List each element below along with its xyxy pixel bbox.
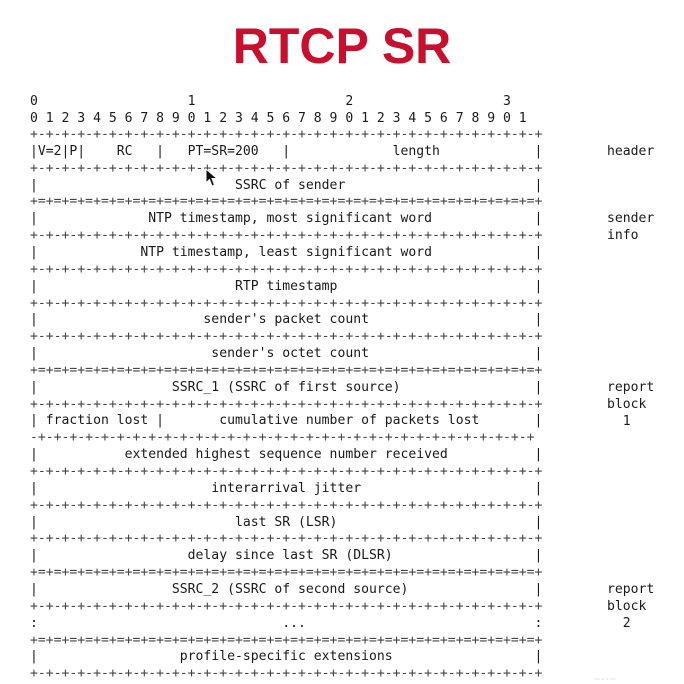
field-divider: +-+-+-+-+-+-+-+-+-+-+-+-+-+-+-+-+-+-+-+-… (30, 396, 543, 412)
field-divider: +-+-+-+-+-+-+-+-+-+-+-+-+-+-+-+-+-+-+-+-… (30, 261, 543, 277)
field-divider: +=+=+=+=+=+=+=+=+=+=+=+=+=+=+=+=+=+=+=+=… (30, 565, 543, 581)
page-title: RTCP SR (232, 18, 452, 74)
mouse-pointer-icon (205, 168, 219, 187)
field-divider: +-+-+-+-+-+-+-+-+-+-+-+-+-+-+-+-+-+-+-+-… (30, 329, 543, 345)
field-row: |V=2|P| RC | PT=SR=200 | length | (30, 143, 543, 159)
bit-ruler-units: 0 1 2 3 4 5 6 7 8 9 0 1 2 3 4 5 6 7 8 9 … (30, 111, 527, 126)
field-divider: +-+-+-+-+-+-+-+-+-+-+-+-+-+-+-+-+-+-+-+-… (30, 497, 543, 513)
section-label: report block 1 (607, 379, 655, 429)
bit-ruler-tens: 0 1 2 3 (30, 94, 511, 109)
field-divider: +-+-+-+-+-+-+-+-+-+-+-+-+-+-+-+-+-+-+-+-… (30, 598, 543, 614)
field-divider: +=+=+=+=+=+=+=+=+=+=+=+=+=+=+=+=+=+=+=+=… (30, 362, 543, 378)
field-divider: +=+=+=+=+=+=+=+=+=+=+=+=+=+=+=+=+=+=+=+=… (30, 194, 543, 210)
field-row: | SSRC of sender | (30, 177, 543, 193)
field-divider: -+-+-+-+-+-+-+-+-+-+-+-+-+-+-+-+-+-+-+-+… (30, 430, 535, 446)
field-row: | sender's packet count | (30, 312, 543, 328)
field-row: | NTP timestamp, least significant word … (30, 244, 543, 260)
field-row: | sender's octet count | (30, 346, 543, 362)
field-divider: +-+-+-+-+-+-+-+-+-+-+-+-+-+-+-+-+-+-+-+-… (30, 295, 543, 311)
field-row: | last SR (LSR) | (30, 514, 543, 530)
field-row: | SSRC_2 (SSRC of second source) | (30, 581, 543, 597)
watermark: ~~ ~ ~ ~~ (594, 677, 616, 683)
field-row: | SSRC_1 (SSRC of first source) | (30, 379, 543, 395)
field-row: : ... : (30, 615, 543, 631)
field-row: | RTP timestamp | (30, 278, 543, 294)
field-divider: +=+=+=+=+=+=+=+=+=+=+=+=+=+=+=+=+=+=+=+=… (30, 632, 543, 648)
field-divider: +-+-+-+-+-+-+-+-+-+-+-+-+-+-+-+-+-+-+-+-… (30, 666, 543, 682)
field-row: | fraction lost | cumulative number of p… (30, 413, 543, 429)
field-divider: +-+-+-+-+-+-+-+-+-+-+-+-+-+-+-+-+-+-+-+-… (30, 531, 543, 547)
field-divider: +-+-+-+-+-+-+-+-+-+-+-+-+-+-+-+-+-+-+-+-… (30, 464, 543, 479)
field-divider: +-+-+-+-+-+-+-+-+-+-+-+-+-+-+-+-+-+-+-+-… (30, 160, 543, 176)
field-row: | delay since last SR (DLSR) | (30, 548, 543, 564)
field-row: | profile-specific extensions | (30, 649, 543, 665)
field-row: | extended highest sequence number recei… (30, 447, 543, 463)
section-label: header (607, 143, 655, 159)
field-divider: +-+-+-+-+-+-+-+-+-+-+-+-+-+-+-+-+-+-+-+-… (30, 127, 543, 142)
section-label: sender info (607, 211, 655, 244)
field-divider: +-+-+-+-+-+-+-+-+-+-+-+-+-+-+-+-+-+-+-+-… (30, 228, 543, 244)
section-label: report block 2 (607, 581, 655, 631)
field-row: | interarrival jitter | (30, 480, 543, 496)
field-row: | NTP timestamp, most significant word | (30, 211, 543, 227)
